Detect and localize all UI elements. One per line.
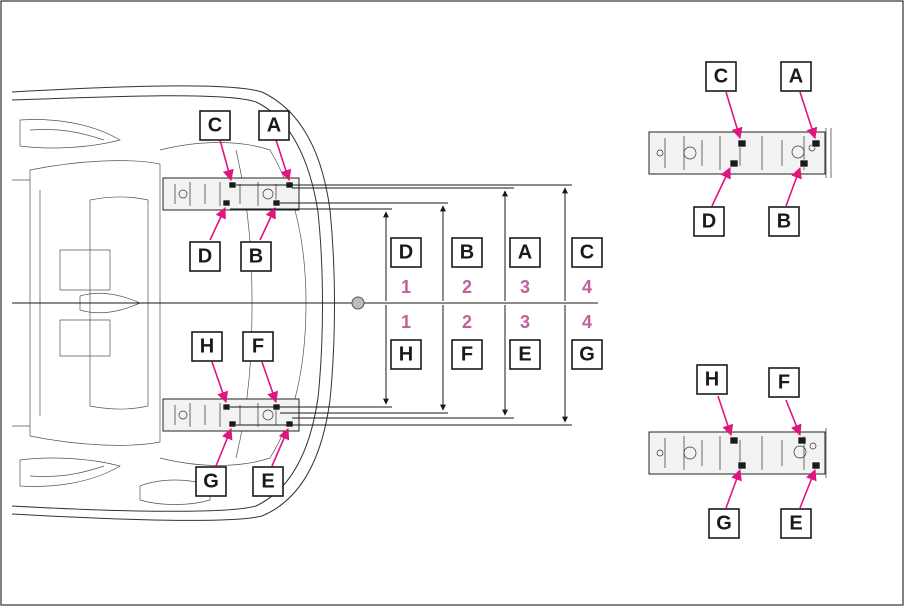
point-b-detail: [799, 159, 809, 168]
detail-frame-bottom: [648, 428, 827, 478]
dim-label-c: C: [571, 237, 603, 268]
dim-label-a: A: [509, 237, 541, 268]
label-f-car: F: [242, 331, 274, 362]
point-c-car: [228, 181, 237, 189]
dimension-arrows: [383, 187, 568, 423]
label-g-detail: G: [708, 508, 740, 539]
pointer-g-car: [215, 427, 233, 467]
svg-text:E: E: [789, 513, 802, 535]
point-a-detail: [811, 139, 821, 148]
pointer-f-car: [261, 361, 278, 404]
pointer-h-car: [211, 361, 228, 404]
car-top-view: [11, 85, 354, 521]
number-4-upper: 4: [582, 277, 592, 297]
svg-text:F: F: [778, 372, 790, 394]
point-d-car: [222, 199, 231, 207]
point-d-detail: [729, 159, 739, 168]
pointer-d-detail: [711, 166, 731, 207]
svg-text:B: B: [249, 246, 263, 268]
svg-text:G: G: [716, 513, 732, 535]
label-e-car: E: [252, 466, 284, 497]
point-g-car: [228, 420, 237, 428]
svg-text:C: C: [208, 115, 222, 137]
label-g-car: G: [195, 466, 227, 497]
pointer-g-detail: [725, 468, 742, 509]
point-b-car: [272, 199, 281, 207]
label-d-detail: D: [693, 206, 725, 237]
svg-text:F: F: [461, 344, 473, 366]
label-b-detail: B: [768, 206, 800, 237]
point-e-car: [285, 420, 294, 428]
pointer-c-car: [219, 139, 234, 182]
svg-text:E: E: [518, 344, 531, 366]
number-1-upper: 1: [401, 277, 411, 297]
pointer-f-detail: [785, 399, 802, 437]
point-e-detail: [811, 461, 821, 470]
label-e-detail: E: [780, 508, 812, 539]
number-3-upper: 3: [520, 277, 530, 297]
label-c-detail: C: [705, 61, 737, 92]
pointer-a-car: [275, 139, 292, 182]
label-a-detail: A: [780, 61, 812, 92]
svg-text:H: H: [200, 336, 214, 358]
svg-text:C: C: [714, 66, 728, 88]
svg-text:A: A: [789, 66, 803, 88]
svg-text:E: E: [261, 471, 274, 493]
svg-text:C: C: [580, 242, 594, 264]
svg-text:H: H: [705, 369, 719, 391]
dim-label-d: D: [390, 237, 422, 268]
svg-text:B: B: [777, 211, 791, 233]
pointer-b-detail: [785, 166, 802, 207]
pointer-b-car: [259, 206, 276, 241]
number-2-upper: 2: [462, 277, 472, 297]
extension-lines: [230, 184, 572, 426]
pointer-d-car: [209, 206, 226, 241]
pointer-h-detail: [717, 395, 734, 437]
dim-label-h: H: [390, 339, 422, 370]
svg-text:A: A: [267, 115, 281, 137]
label-a-car: A: [258, 110, 290, 141]
number-4-lower: 4: [582, 312, 592, 332]
reference-point-icon: [351, 296, 365, 310]
svg-text:G: G: [579, 344, 595, 366]
svg-text:A: A: [518, 242, 532, 264]
pointer-e-detail: [799, 468, 817, 509]
point-h-detail: [729, 436, 739, 445]
svg-text:B: B: [460, 242, 474, 264]
svg-text:D: D: [198, 246, 212, 268]
point-c-detail: [737, 139, 747, 148]
svg-text:D: D: [399, 242, 413, 264]
point-h-car: [222, 403, 231, 411]
dim-label-b: B: [451, 237, 483, 268]
pointer-c-detail: [725, 91, 743, 140]
number-1-lower: 1: [401, 312, 411, 332]
label-d-car: D: [189, 241, 221, 272]
svg-text:H: H: [399, 344, 413, 366]
svg-text:F: F: [252, 336, 264, 358]
point-f-detail: [797, 436, 807, 445]
pointer-e-car: [271, 427, 290, 467]
svg-text:D: D: [702, 211, 716, 233]
dim-label-f: F: [451, 339, 483, 370]
number-3-lower: 3: [520, 312, 530, 332]
label-c-car: C: [199, 110, 231, 141]
svg-text:G: G: [203, 471, 219, 493]
dim-label-e: E: [509, 339, 541, 370]
point-g-detail: [737, 461, 747, 470]
number-2-lower: 2: [462, 312, 472, 332]
label-h-detail: H: [696, 364, 728, 395]
label-h-car: H: [191, 331, 223, 362]
label-b-car: B: [240, 241, 272, 272]
label-f-detail: F: [768, 367, 800, 398]
dim-label-g: G: [571, 339, 603, 370]
pointer-a-detail: [799, 91, 818, 140]
